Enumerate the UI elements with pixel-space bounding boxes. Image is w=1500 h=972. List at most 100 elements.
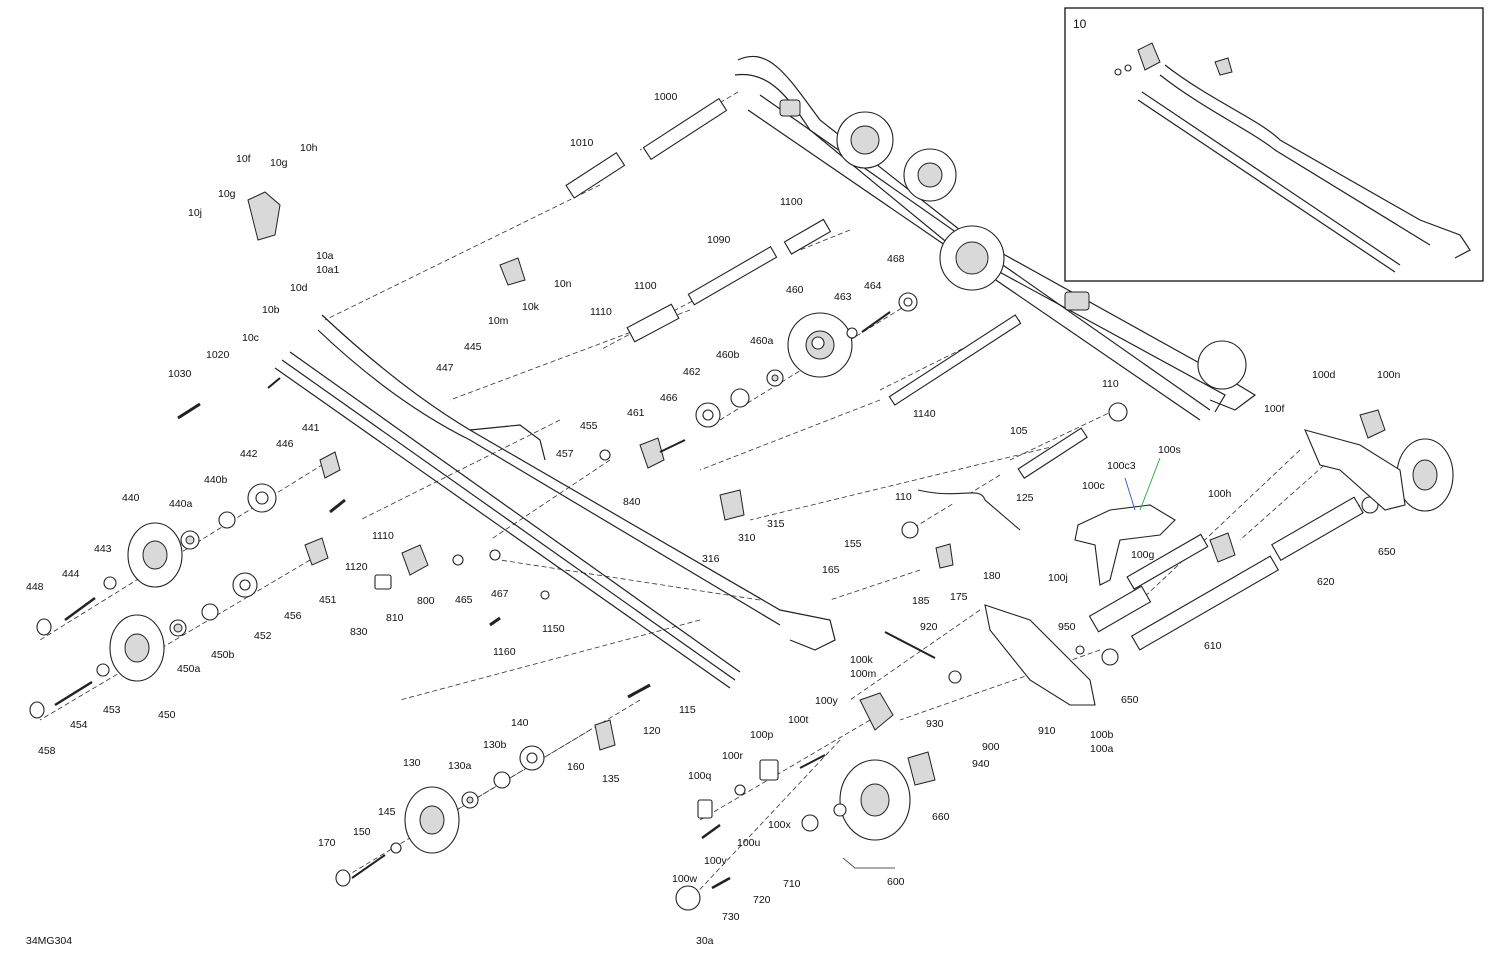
part-label: 940 [972,758,990,770]
part-label: 165 [822,564,840,576]
part-label: 100a [1090,743,1114,755]
part-label: 100h [1208,488,1232,500]
part-label: 100b [1090,729,1114,741]
part-label: 468 [887,253,905,265]
part-label: 135 [602,773,620,785]
part-label: 830 [350,626,368,638]
part-label: 463 [834,291,852,303]
wheels [109,312,1454,854]
part-label: 460 [786,284,804,296]
part-label: 600 [887,876,905,888]
part-label: 10b [262,304,280,316]
part-label: 110 [895,491,912,503]
part-label: 460a [750,335,774,347]
part-label: 30a [696,935,714,947]
part-label: 950 [1058,621,1076,633]
part-label: 110 [1102,378,1119,390]
part-label: 316 [702,553,720,565]
part-label: 1150 [542,623,565,635]
part-label: 100c [1082,480,1105,492]
shafts [565,97,1364,651]
part-label: 720 [753,894,771,906]
part-label: 100y [815,695,839,707]
part-label: 710 [783,878,801,890]
part-label: 445 [464,341,482,353]
part-label: 920 [920,621,938,633]
part-label: 160 [567,761,585,773]
part-label: 310 [738,532,756,544]
part-label: 465 [455,594,473,606]
part-label: 1110 [372,530,394,542]
part-label: 440 [122,492,140,504]
part-label: 130 [403,757,421,769]
part-label: 185 [912,595,930,607]
part-label: 10g [218,188,236,200]
part-label: 10k [522,301,540,313]
part-label: 100x [768,819,792,831]
part-label: 100t [788,714,809,726]
part-label: 458 [38,745,56,757]
part-label: 315 [767,518,785,530]
part-label: 1110 [590,306,612,318]
part-label: 454 [70,719,88,731]
part-label: 453 [103,704,121,716]
part-label: 444 [62,568,80,580]
part-label: 810 [386,612,404,624]
part-label: 100w [672,873,698,885]
part-label: 100j [1048,572,1068,584]
part-label: 455 [580,420,598,432]
part-label: 100r [722,750,744,762]
drawing-number: 34MG304 [26,935,72,947]
part-label: 125 [1016,492,1034,504]
part-label: 1100 [634,280,657,292]
part-label: 610 [1204,640,1222,652]
part-label: 130a [448,760,472,772]
part-label: 10f [236,153,251,165]
part-label: 450a [177,663,201,675]
part-label: 130b [483,739,507,751]
part-label: 452 [254,630,272,642]
part-label: 10c [242,332,259,344]
part-label: 1160 [493,646,516,658]
part-label: 10h [300,142,318,154]
part-label: 150 [353,826,371,838]
part-label: 115 [679,704,696,716]
part-label: 100m [850,668,877,680]
part-label: 1030 [168,368,192,380]
part-labels: 1000 1010 1100 1090 1100 1110 460 463 46… [26,91,1401,947]
part-label: 464 [864,280,882,292]
part-label: 910 [1038,725,1056,737]
part-label: 100v [704,855,728,867]
part-label: 10a1 [316,264,340,276]
rail-exploded [274,314,836,689]
wheel-rail-4 [1197,340,1247,390]
part-label: 10m [488,315,509,327]
part-label: 460b [716,349,740,361]
part-label: 100f [1264,403,1285,415]
part-label: 650 [1378,546,1396,558]
part-label: 105 [1010,425,1028,437]
part-label: 140 [511,717,529,729]
part-label: 170 [318,837,336,849]
part-label: 1010 [570,137,594,149]
hardware [29,292,1379,911]
part-label: 100n [1377,369,1401,381]
part-label: 462 [683,366,701,378]
part-label: 451 [319,594,337,606]
part-label: 650 [1121,694,1139,706]
part-label: 442 [240,448,258,460]
part-label: 930 [926,718,944,730]
part-label: 448 [26,581,44,593]
part-label: 10g [270,157,288,169]
part-label: 450 [158,709,176,721]
part-label: 620 [1317,576,1335,588]
part-label: 1020 [206,349,230,361]
part-label: 457 [556,448,574,460]
part-label: 180 [983,570,1001,582]
part-label: 456 [284,610,302,622]
part-label: 10d [290,282,308,294]
part-label: 100s [1158,444,1181,456]
inset-detail-10: 10 [1064,7,1484,282]
part-label: 446 [276,438,294,450]
